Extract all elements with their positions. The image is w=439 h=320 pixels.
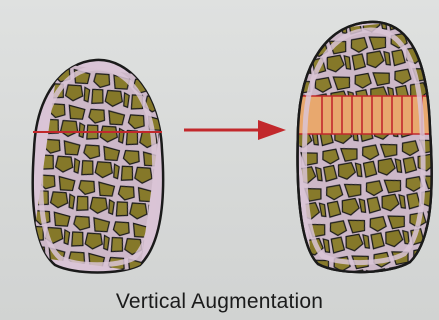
right-bone-section xyxy=(288,20,439,278)
diagram-caption: Vertical Augmentation xyxy=(0,290,439,314)
arrow-icon xyxy=(184,120,286,140)
left-bone-section xyxy=(31,60,167,273)
graft-block xyxy=(296,96,434,134)
